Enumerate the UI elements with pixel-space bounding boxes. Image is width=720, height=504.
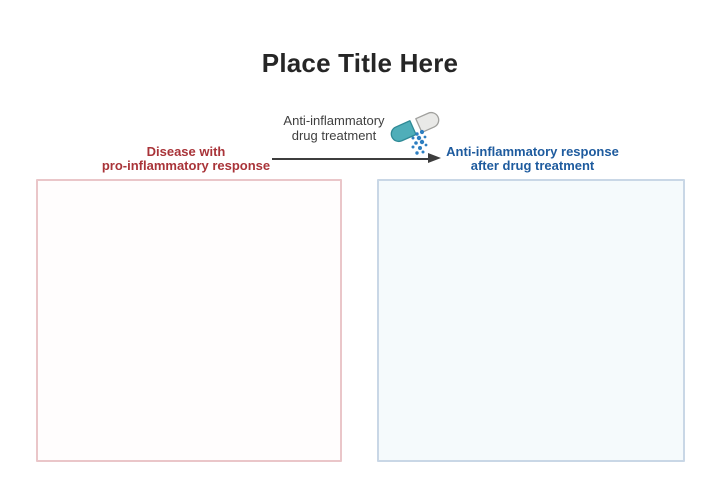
treatment-arrowhead-icon bbox=[428, 153, 441, 163]
anti-inflammatory-label-line1: Anti-inflammatory response bbox=[446, 144, 619, 159]
pro-inflammatory-label-line1: Disease with bbox=[146, 144, 226, 159]
diagram-title: Place Title Here bbox=[261, 48, 459, 78]
pro-inflammatory-panel bbox=[36, 179, 342, 462]
drug-particles-icon bbox=[411, 129, 428, 155]
capsule-teal-half-icon bbox=[390, 120, 417, 143]
treatment-arrow-line bbox=[272, 158, 430, 161]
anti-inflammatory-label: Anti-inflammatory response after drug tr… bbox=[412, 145, 653, 173]
anti-inflammatory-panel bbox=[377, 179, 685, 462]
treatment-label-line2: drug treatment bbox=[291, 127, 377, 143]
anti-inflammatory-label-line2: after drug treatment bbox=[470, 158, 595, 173]
treatment-label: Anti-inflammatory drug treatment bbox=[268, 113, 400, 143]
treatment-label-line1: Anti-inflammatory bbox=[283, 113, 385, 128]
open-capsule-icon bbox=[390, 111, 440, 155]
capsule-gray-half-icon bbox=[415, 111, 440, 134]
pro-inflammatory-label: Disease with pro-inflammatory response bbox=[66, 145, 306, 173]
pro-inflammatory-label-line2: pro-inflammatory response bbox=[101, 158, 271, 173]
